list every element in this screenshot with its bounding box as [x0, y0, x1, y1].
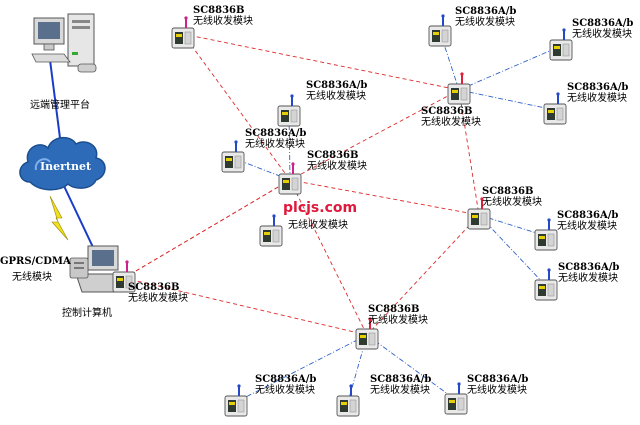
module-code: SC8836A/b — [467, 374, 529, 385]
transceiver-module-icon — [259, 214, 283, 247]
wireless-link-blue — [458, 45, 562, 91]
module-name: 无线收发模块 — [193, 16, 253, 27]
wireless-link-blue — [458, 89, 556, 111]
transceiver-module-icon — [112, 260, 136, 293]
wireless-link-red — [182, 33, 460, 91]
module-code: SC8836B — [193, 5, 245, 16]
wireless-link-red — [289, 179, 368, 336]
module-code: SC8836A/b — [558, 262, 620, 273]
wireless-bolt-icon — [49, 195, 69, 241]
module-name: 无线收发模块 — [370, 385, 430, 396]
transceiver-module-icon — [534, 218, 558, 251]
module-code: SC8836A/b — [306, 80, 368, 91]
module-name: 无线收发模块 — [368, 315, 428, 326]
gprs-module-label: 无线模块 — [12, 272, 52, 283]
remote-platform-label: 远端管理平台 — [30, 100, 90, 111]
transceiver-module-icon — [549, 28, 573, 61]
module-name: 无线收发模块 — [288, 220, 348, 231]
wireless-link-red — [458, 89, 480, 216]
module-name: 无线收发模块 — [455, 17, 515, 28]
remote-platform-computer-icon — [31, 13, 97, 73]
module-code: SC8836B — [307, 150, 359, 161]
module-name: 无线收发模块 — [307, 161, 367, 172]
transceiver-module-icon — [224, 384, 248, 417]
module-name: 无线收发模块 — [421, 117, 481, 128]
transceiver-module-icon — [447, 72, 471, 105]
module-name: 无线收发模块 — [572, 29, 632, 40]
module-code: SC8836A/b — [370, 374, 432, 385]
transceiver-module-icon — [467, 197, 491, 230]
module-code: SC8836B — [128, 282, 180, 293]
module-code: SC8836A/b — [245, 128, 307, 139]
module-code: SC8836A/b — [455, 6, 517, 17]
wireless-link-red — [366, 214, 480, 336]
module-code: SC8836B — [482, 186, 534, 197]
wireless-link-blue — [478, 214, 547, 287]
internet-label: Inertnet — [40, 160, 92, 173]
module-code: SC8836A/b — [567, 82, 629, 93]
gprs-label: GPRS/CDMA — [0, 256, 71, 267]
transceiver-module-icon — [277, 94, 301, 127]
transceiver-module-icon — [444, 382, 468, 415]
module-name: 无线收发模块 — [255, 385, 315, 396]
module-name: 无线收发模块 — [567, 93, 627, 104]
transceiver-module-icon — [221, 140, 245, 173]
module-code: SC8836A/b — [255, 374, 317, 385]
module-code: SC8836A/b — [572, 18, 634, 29]
module-name: 无线收发模块 — [128, 293, 188, 304]
module-code: SC8836B — [421, 106, 473, 117]
module-label: 无线收发模块 — [288, 220, 348, 231]
transceiver-module-icon — [543, 92, 567, 125]
internet-cloud-icon — [19, 136, 106, 191]
wireless-link-blue — [235, 334, 368, 403]
transceiver-module-icon — [428, 14, 452, 47]
network-cable — [49, 59, 61, 139]
control-computer-label: 控制计算机 — [62, 308, 112, 319]
wireless-link-blue — [366, 334, 457, 401]
wireless-link-red — [182, 33, 291, 181]
wireless-link-red — [289, 89, 460, 181]
watermark-text: plcjs.com — [283, 200, 358, 216]
module-name: 无线收发模块 — [557, 221, 617, 232]
module-name: 无线收发模块 — [245, 139, 305, 150]
transceiver-module-icon — [278, 162, 302, 195]
transceiver-module-icon — [336, 384, 360, 417]
links-layer — [49, 31, 562, 403]
module-name: 无线收发模块 — [558, 273, 618, 284]
module-name: 无线收发模块 — [482, 197, 542, 208]
wireless-link-blue — [288, 111, 291, 181]
module-code: SC8836B — [368, 304, 420, 315]
module-code: SC8836A/b — [557, 210, 619, 221]
module-name: 无线收发模块 — [306, 91, 366, 102]
transceiver-module-icon — [534, 268, 558, 301]
transceiver-module-icon — [171, 16, 195, 49]
transceiver-module-icon — [355, 317, 379, 350]
modules-layer — [112, 14, 573, 417]
module-name: 无线收发模块 — [467, 385, 527, 396]
